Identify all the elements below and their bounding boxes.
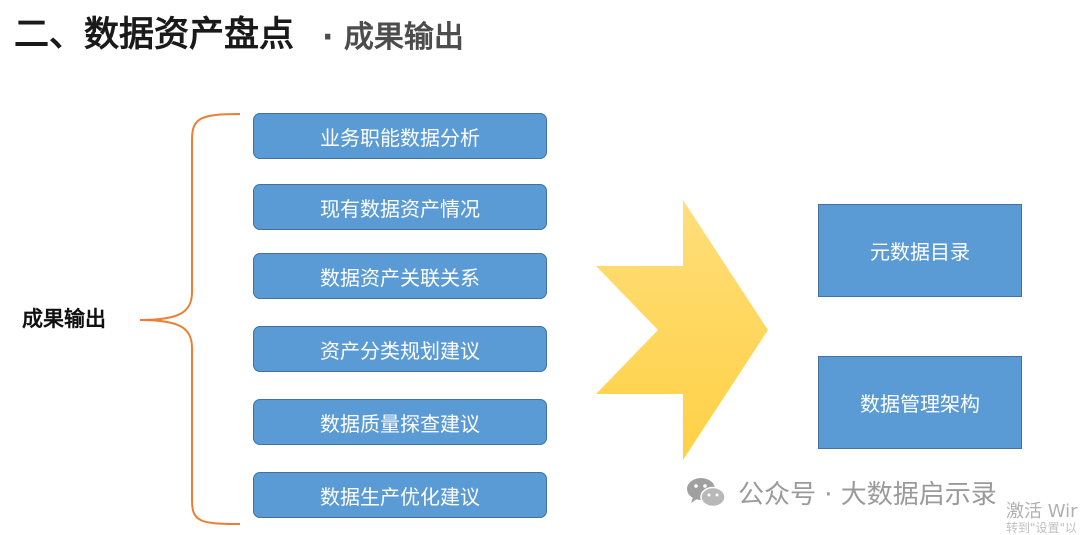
curly-bracket — [139, 113, 241, 525]
watermark-text: 公众号 · 大数据启示录 — [738, 480, 997, 510]
output-item: 数据质量探查建议 — [253, 399, 547, 445]
activation-line-2: 转到"设置"以 — [1006, 520, 1078, 535]
result-box-data-management-architecture: 数据管理架构 — [818, 356, 1022, 449]
chevron-arrow — [596, 200, 768, 460]
output-item: 数据资产关联关系 — [253, 253, 547, 299]
watermark: 公众号 · 大数据启示录 — [686, 474, 997, 511]
output-item: 资产分类规划建议 — [253, 326, 547, 372]
output-item: 业务职能数据分析 — [253, 113, 547, 159]
output-item: 现有数据资产情况 — [253, 184, 547, 230]
result-box-metadata-catalog: 元数据目录 — [818, 204, 1022, 297]
wechat-icon — [687, 477, 726, 507]
output-item: 数据生产优化建议 — [253, 472, 547, 518]
source-label: 成果输出 — [22, 307, 106, 331]
windows-activation-overlay: 激活 Wir 转到"设置"以 — [1006, 502, 1078, 535]
page-subtitle: · 成果输出 — [322, 20, 464, 55]
page-title: 二、数据资产盘点 — [14, 15, 295, 55]
activation-line-1: 激活 Wir — [1006, 501, 1078, 522]
